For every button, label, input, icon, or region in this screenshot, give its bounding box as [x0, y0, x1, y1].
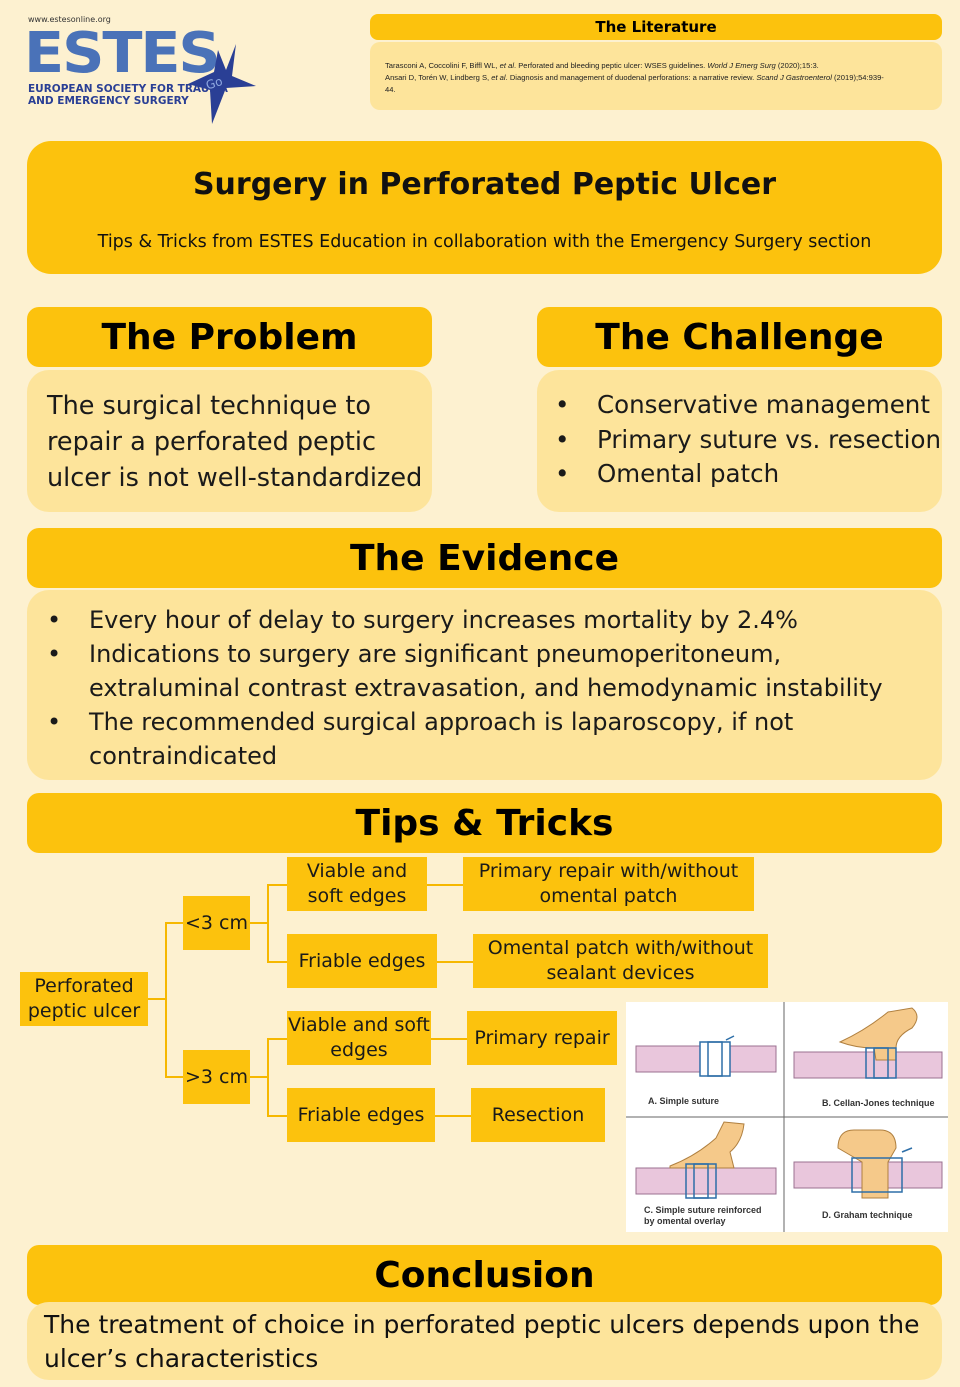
flow-small-friable: Friable edges: [287, 934, 437, 988]
problem-heading: The Problem: [27, 307, 432, 367]
connector: [148, 998, 166, 1000]
conclusion-heading: Conclusion: [27, 1245, 942, 1305]
flow-large-friable-treatment: Resection: [471, 1088, 605, 1142]
connector: [267, 961, 287, 963]
ref2-etal: et al: [491, 73, 506, 82]
ref1-title: . Perforated and bleeding peptic ulcer: …: [514, 61, 708, 70]
problem-line: ulcer is not well-standardized: [47, 463, 423, 493]
connector: [267, 1038, 269, 1116]
evidence-item: Indications to surgery are significant p…: [29, 637, 912, 705]
reference-1: Tarasconi A, Coccolini F, Biffl WL, et a…: [385, 60, 928, 72]
tips-heading: Tips & Tricks: [27, 793, 942, 853]
ref2-journal: Scand J Gastroenterol: [756, 73, 832, 82]
flow-large-size: >3 cm: [183, 1050, 250, 1104]
connector: [427, 884, 463, 886]
figure-label-c2: by omental overlay: [644, 1216, 726, 1226]
problem-line: repair a perforated peptic: [47, 427, 377, 457]
flow-small-friable-treatment: Omental patch with/without sealant devic…: [473, 934, 768, 988]
challenge-item: Conservative management: [537, 388, 942, 423]
logo-url: www.estesonline.org: [28, 15, 111, 24]
connector: [267, 1038, 287, 1040]
title-banner: Surgery in Perforated Peptic Ulcer Tips …: [27, 141, 942, 274]
conclusion-line: The treatment of choice in perforated pe…: [44, 1310, 920, 1339]
challenge-item: Primary suture vs. resection: [537, 423, 942, 458]
figure-label-b: B. Cellan-Jones technique: [822, 1098, 935, 1108]
figure-label-c1: C. Simple suture reinforced: [644, 1205, 762, 1215]
flow-root: Perforated peptic ulcer: [20, 972, 148, 1026]
connector: [165, 922, 167, 1077]
reference-2: Ansari D, Torén W, Lindberg S, et al. Di…: [385, 72, 928, 84]
flow-large-friable: Friable edges: [287, 1088, 435, 1142]
literature-heading: The Literature: [370, 14, 942, 40]
challenge-item: Omental patch: [537, 457, 942, 492]
connector: [435, 1115, 471, 1117]
logo-star-text: Go: [204, 74, 224, 92]
flow-small-viable-treatment: Primary repair with/without omental patc…: [463, 857, 754, 911]
problem-line: The surgical technique to: [47, 391, 371, 421]
connector: [437, 961, 473, 963]
figure-label-d: D. Graham technique: [822, 1210, 913, 1220]
challenge-heading: The Challenge: [537, 307, 942, 367]
surgical-techniques-figure: A. Simple suture B. Cellan-Jones techniq…: [626, 1002, 948, 1232]
ref1-authors: Tarasconi A, Coccolini F, Biffl WL,: [385, 61, 500, 70]
conclusion-line: ulcer’s characteristics: [44, 1344, 319, 1373]
connector: [431, 1038, 467, 1040]
flow-large-viable: Viable and soft edges: [287, 1011, 431, 1065]
problem-panel: The surgical technique to repair a perfo…: [27, 370, 432, 512]
connector: [267, 884, 287, 886]
conclusion-panel: The treatment of choice in perforated pe…: [27, 1302, 942, 1380]
ref1-journal: World J Emerg Surg: [707, 61, 776, 70]
connector: [250, 922, 268, 924]
ref1-etal: et al: [499, 61, 515, 70]
logo-star-icon: Go: [188, 42, 258, 130]
logo-subtitle-line2: AND EMERGENCY SURGERY: [28, 95, 189, 107]
evidence-item: Every hour of delay to surgery increases…: [29, 603, 912, 637]
ref2-authors: Ansari D, Torén W, Lindberg S,: [385, 73, 492, 82]
connector: [165, 922, 183, 924]
ref2-title: . Diagnosis and management of duodenal p…: [505, 73, 757, 82]
figure-label-a: A. Simple suture: [648, 1096, 720, 1106]
connector: [267, 884, 269, 962]
page-subtitle: Tips & Tricks from ESTES Education in co…: [97, 232, 872, 252]
flow-small-viable: Viable and soft edges: [287, 857, 427, 911]
page-title: Surgery in Perforated Peptic Ulcer: [192, 167, 777, 202]
connector: [267, 1115, 287, 1117]
logo-wordmark: ESTES: [24, 21, 221, 86]
evidence-heading: The Evidence: [27, 528, 942, 588]
techniques-illustration: [626, 1002, 948, 1232]
connector: [165, 1076, 183, 1078]
literature-references: Tarasconi A, Coccolini F, Biffl WL, et a…: [370, 42, 942, 110]
evidence-panel: Every hour of delay to surgery increases…: [27, 590, 942, 780]
flow-small-size: <3 cm: [183, 896, 250, 950]
connector: [250, 1076, 268, 1078]
ref2-citation: (2019);54:939-: [831, 73, 884, 82]
ref1-citation: (2020);15:3.: [775, 61, 819, 70]
logo-subtitle-line1: EUROPEAN SOCIETY FOR TRAUMA: [28, 83, 228, 95]
reference-2-cont: 44.: [385, 85, 396, 94]
evidence-item: The recommended surgical approach is lap…: [29, 705, 912, 773]
challenge-panel: Conservative management Primary suture v…: [537, 370, 942, 512]
flow-large-viable-treatment: Primary repair: [467, 1011, 617, 1065]
